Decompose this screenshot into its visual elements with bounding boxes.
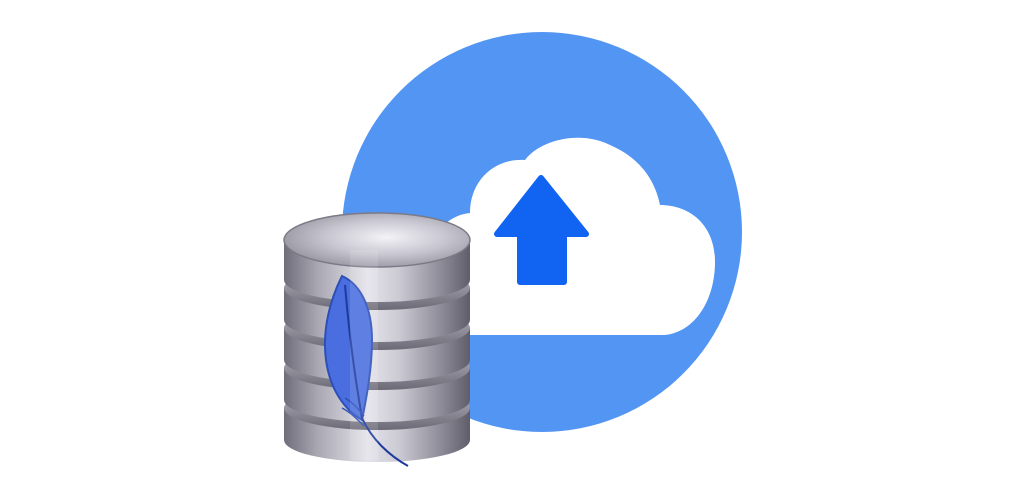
database-icon [283,212,471,467]
feather-icon [323,274,409,467]
database-top [284,213,470,267]
database-disk [283,212,471,302]
upload-arrow-icon [494,175,589,285]
